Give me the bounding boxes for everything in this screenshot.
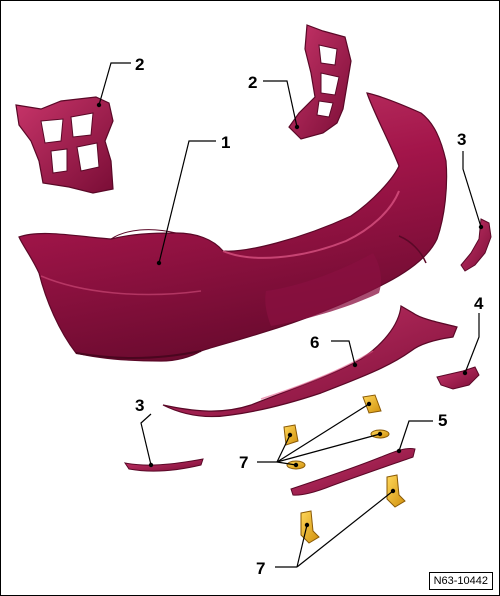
callout-2-left: 2 [135, 55, 144, 74]
callout-4: 4 [474, 294, 484, 313]
callout-1: 1 [221, 133, 230, 152]
callout-5: 5 [438, 411, 447, 430]
reference-code: N63-10442 [428, 572, 493, 590]
callout-6: 6 [310, 333, 319, 352]
leader-lines [96, 62, 484, 568]
callout-2-right: 2 [248, 73, 257, 92]
reflector-left [123, 458, 204, 472]
bracket-left [15, 96, 114, 194]
callout-3-right: 3 [457, 130, 466, 149]
trim-strip [290, 448, 416, 496]
small-bracket [436, 366, 480, 390]
callout-7-upper: 7 [239, 453, 248, 472]
bracket-right [288, 24, 352, 140]
callout-7-lower: 7 [256, 559, 265, 578]
lower-diffuser [162, 305, 458, 418]
clip-fastener [283, 394, 406, 544]
callout-3-left: 3 [135, 396, 144, 415]
bumper-cover [18, 92, 448, 362]
reflector-right [460, 218, 492, 272]
